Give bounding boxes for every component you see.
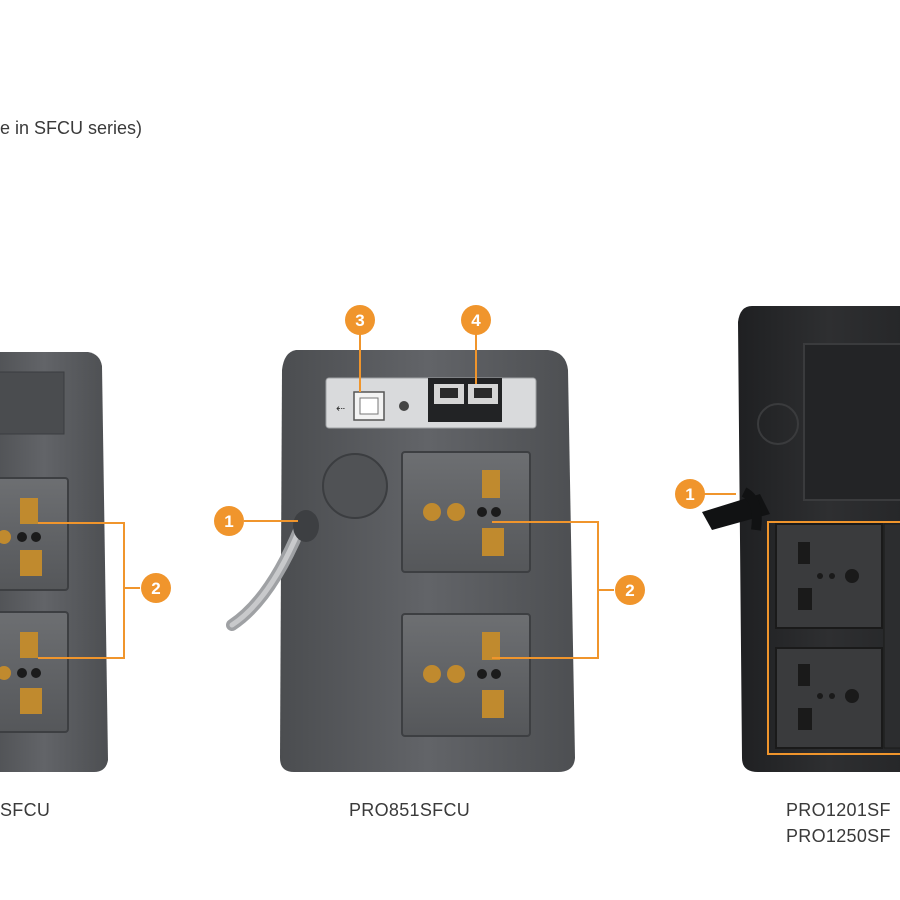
model-label-right-line1: PRO1201SF bbox=[786, 800, 891, 820]
socket-right-top bbox=[775, 523, 883, 629]
svg-text:4: 4 bbox=[471, 311, 481, 330]
usb-port bbox=[353, 391, 385, 421]
rj45-ports bbox=[428, 378, 502, 422]
socket-left-top bbox=[0, 477, 69, 591]
ups-right: 1 bbox=[675, 306, 900, 772]
model-label-middle: PRO851SFCU bbox=[349, 800, 471, 820]
svg-text:⇠: ⇠ bbox=[336, 402, 345, 415]
callout-badge-3-middle: 3 bbox=[345, 305, 375, 335]
series-note: e in SFCU series) bbox=[0, 118, 143, 138]
socket-middle-top bbox=[401, 451, 531, 573]
socket-right-bottom bbox=[775, 647, 883, 749]
socket-left-bottom bbox=[0, 611, 69, 733]
svg-text:3: 3 bbox=[355, 311, 364, 330]
model-label-right-line2: PRO1250SF bbox=[786, 826, 891, 846]
model-label-left: SFCU bbox=[0, 800, 51, 820]
callout-badge-1-middle: 1 bbox=[214, 506, 244, 536]
ups-left: 2 bbox=[0, 352, 171, 772]
power-cord bbox=[226, 510, 319, 631]
svg-text:2: 2 bbox=[625, 581, 634, 600]
callout-badge-4-middle: 4 bbox=[461, 305, 491, 335]
svg-text:2: 2 bbox=[151, 579, 160, 598]
svg-text:1: 1 bbox=[685, 485, 694, 504]
callout-badge-2-middle: 2 bbox=[615, 575, 645, 605]
svg-text:1: 1 bbox=[224, 512, 233, 531]
ups-middle: ⇠ bbox=[214, 305, 645, 772]
socket-middle-bottom bbox=[401, 613, 531, 737]
callout-badge-2-left: 2 bbox=[141, 573, 171, 603]
callout-badge-1-right: 1 bbox=[675, 479, 705, 509]
power-lead bbox=[702, 487, 770, 531]
